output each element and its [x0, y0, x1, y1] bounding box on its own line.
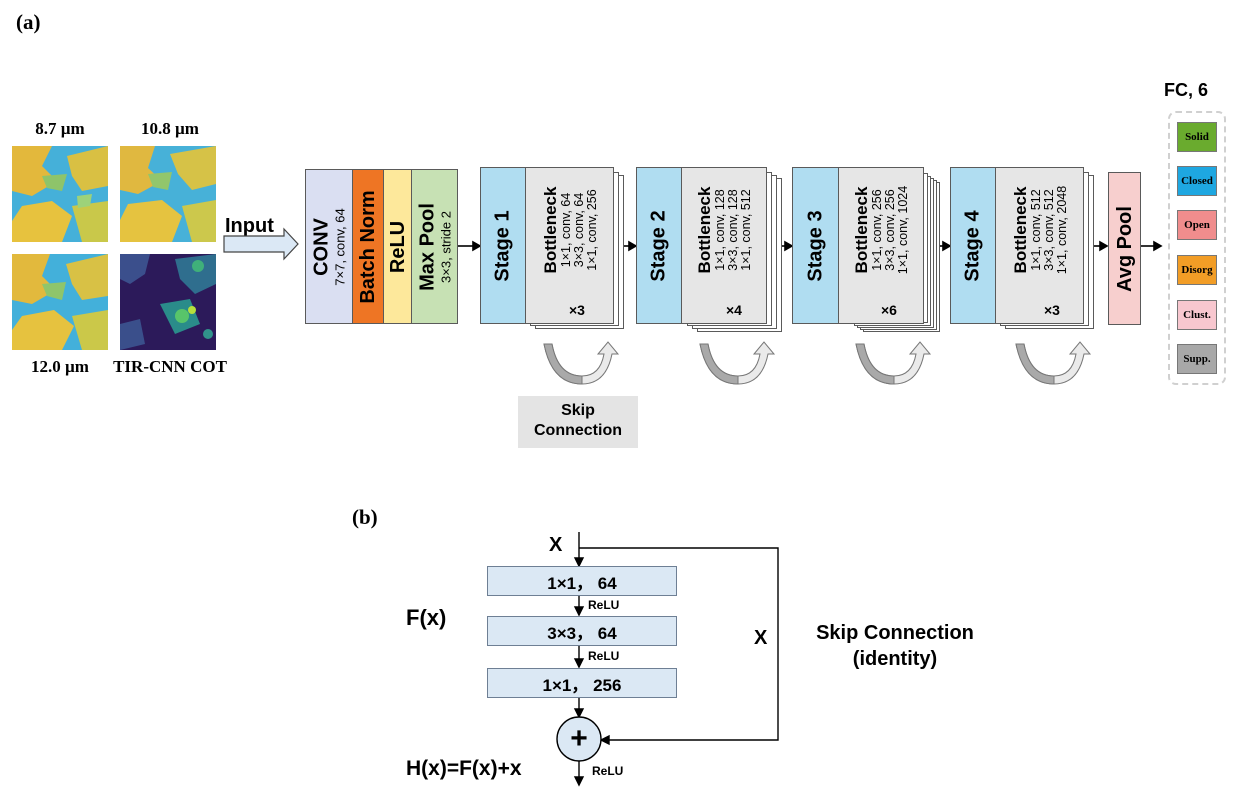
bottleneck-3-repeat: ×6: [881, 302, 897, 318]
satellite-image-8-7: [12, 146, 108, 242]
stage-4-block: Stage 4: [950, 167, 996, 324]
satellite-image-10-8: [120, 146, 216, 242]
class-disorg: Disorg: [1177, 255, 1217, 285]
image-label-12-0: 12.0 µm: [31, 357, 89, 376]
bottleneck-1-repeat: ×3: [569, 302, 585, 318]
output-formula: H(x)=F(x)+x: [406, 757, 522, 780]
avg-pool-block: Avg Pool: [1108, 172, 1141, 325]
layer-3x3-64: 3×3， 64: [487, 616, 677, 646]
satellite-image-12-0: [12, 254, 108, 350]
class-open: Open: [1177, 210, 1217, 240]
class-supp: Supp.: [1177, 344, 1217, 374]
input-arrow-icon: [223, 227, 299, 261]
bottleneck-4-repeat: ×3: [1044, 302, 1060, 318]
fc-output-container: [1168, 111, 1226, 385]
skip-connection-label: Skip Connection: [518, 396, 638, 448]
input-label: Input: [225, 215, 274, 237]
cot-image: [120, 254, 216, 350]
class-solid: Solid: [1177, 122, 1217, 152]
output-relu-label: ReLU: [592, 764, 624, 778]
input-x-label: X: [549, 534, 563, 556]
flow-arrows: [458, 240, 1163, 252]
skip-x-label: X: [754, 627, 768, 649]
image-label-10-8: 10.8 µm: [141, 119, 199, 138]
panel-b-label: (b): [352, 505, 378, 529]
plus-node-icon: [556, 716, 602, 762]
stage-2-block: Stage 2: [636, 167, 682, 324]
panel-a-label: (a): [16, 10, 41, 34]
image-label-cot: TIR-CNN COT: [113, 357, 227, 376]
layer-1x1-64: 1×1， 64: [487, 566, 677, 596]
class-clust: Clust.: [1177, 300, 1217, 330]
layer-1x1-256: 1×1， 256: [487, 668, 677, 698]
skip-curve-icons: [543, 341, 1092, 385]
bottleneck-2-repeat: ×4: [726, 302, 742, 318]
plus-sign: +: [570, 722, 588, 755]
skip-identity-label: Skip Connection (identity): [816, 622, 974, 670]
relu-label-1: ReLU: [588, 598, 620, 612]
stage-3-block: Stage 3: [792, 167, 839, 324]
fx-label: F(x): [406, 605, 447, 630]
relu-label-2: ReLU: [588, 649, 620, 663]
batch-norm-block: Batch Norm: [352, 169, 384, 324]
stage-1-block: Stage 1: [480, 167, 526, 324]
class-closed: Closed: [1177, 166, 1217, 196]
fc-title: FC, 6: [1164, 80, 1209, 100]
image-label-8-7: 8.7 µm: [35, 119, 85, 138]
